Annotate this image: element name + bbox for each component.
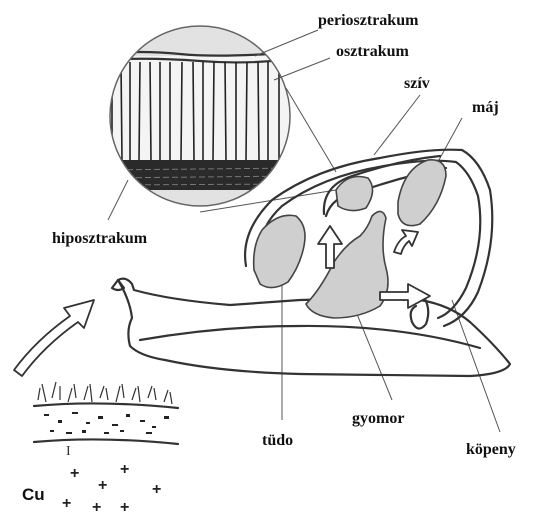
label-ostracum: osztrakum: [336, 43, 410, 60]
copper-uptake-arrow: [14, 300, 94, 376]
label-liver: máj: [472, 99, 499, 116]
label-stomach: gyomor: [352, 410, 404, 427]
cursor-mark: I: [66, 444, 71, 459]
shell-section-magnifier: [100, 26, 300, 206]
lung-organ: [254, 215, 305, 287]
label-periostracum: periosztrakum: [318, 12, 419, 29]
stomach-organ: [306, 211, 388, 318]
arrow-to-liver: [394, 230, 418, 254]
copper-symbol: Cu: [22, 485, 45, 504]
plus-icon: +: [62, 495, 71, 512]
plus-icon: +: [92, 499, 101, 515]
plus-icon: +: [70, 465, 79, 482]
sediment-block: [34, 382, 178, 444]
label-lung: tüdo: [262, 432, 293, 449]
plus-icon: +: [120, 499, 129, 515]
liver-organ: [398, 160, 446, 226]
plus-icon: +: [120, 461, 129, 478]
plus-icon: +: [98, 477, 107, 494]
plus-icon: +: [152, 481, 161, 498]
label-heart: szív: [404, 75, 430, 92]
label-mantle: köpeny: [466, 441, 516, 458]
label-hypostracum: hiposztrakum: [52, 230, 148, 247]
copper-ions: Cu I + + + + + + +: [22, 444, 161, 515]
